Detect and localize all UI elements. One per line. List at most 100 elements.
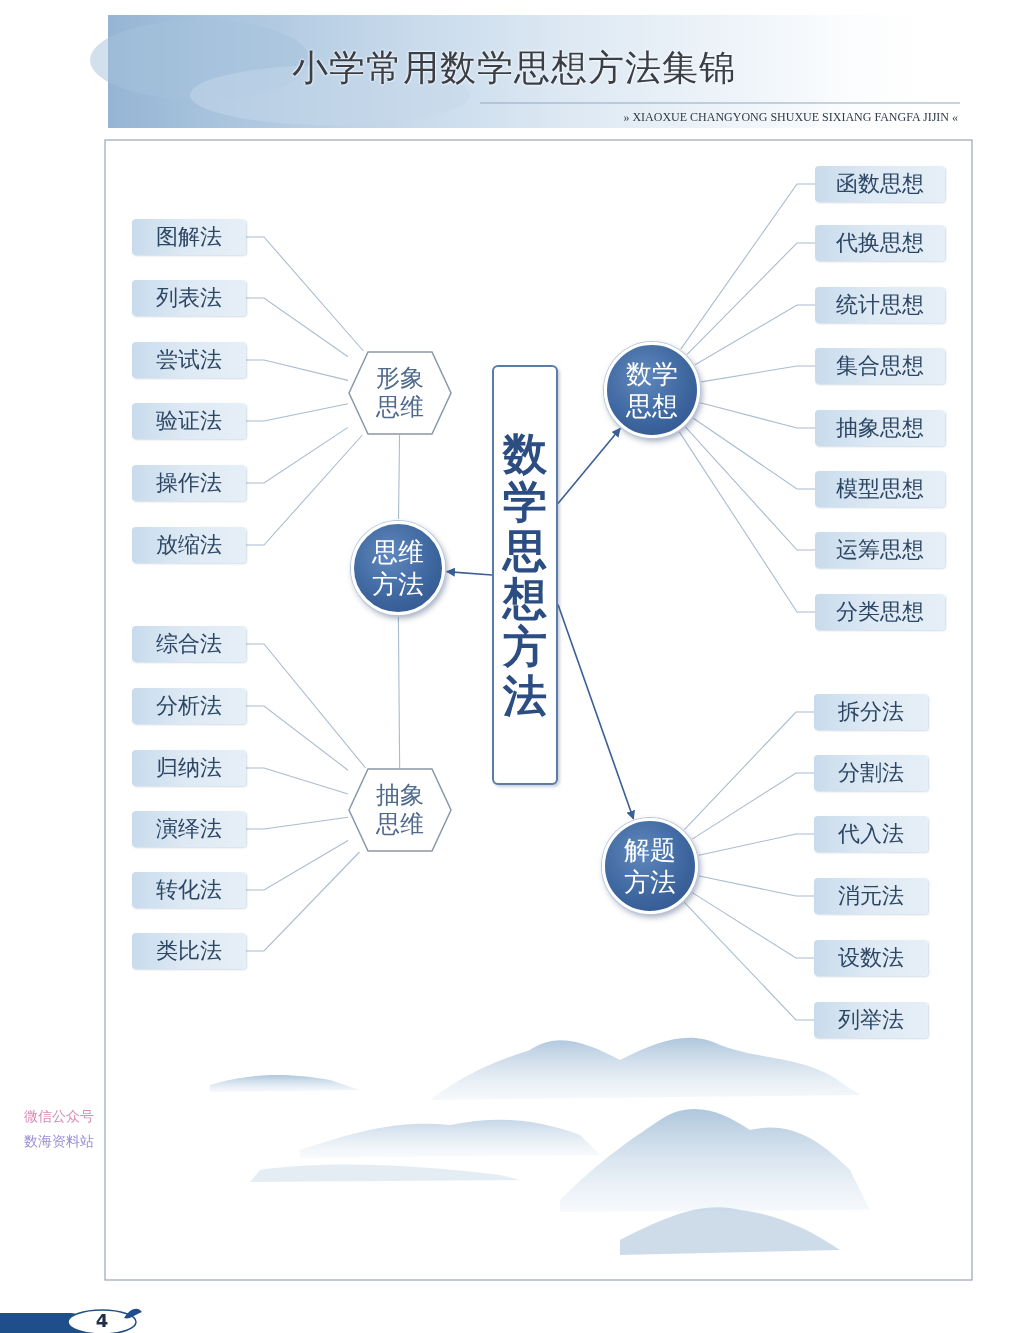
leader-line	[692, 893, 814, 958]
method-tag: 验证法	[132, 403, 246, 439]
mist	[250, 1165, 520, 1182]
method-tag: 演绎法	[132, 811, 246, 847]
node-text: 综合法	[156, 631, 222, 657]
arrow-connector	[558, 429, 620, 504]
node-text: 列举法	[838, 1007, 904, 1033]
leader-line	[681, 184, 815, 349]
leader-line	[684, 902, 814, 1020]
leader-line	[679, 432, 815, 612]
node-text: 列表法	[156, 285, 222, 311]
leader-line	[684, 712, 814, 830]
method-tag: 列举法	[814, 1002, 928, 1038]
method-tag: 设数法	[814, 940, 928, 976]
category-circle: 思维方法	[351, 521, 445, 615]
node-text: 放缩法	[156, 532, 222, 558]
method-tag: 分析法	[132, 688, 246, 724]
method-tag: 拆分法	[814, 694, 928, 730]
method-tag: 归纳法	[132, 750, 246, 786]
watermark: 数海资料站	[24, 1133, 94, 1151]
leader-line	[246, 817, 348, 829]
mountain	[300, 1120, 600, 1158]
header-subtitle: » XIAOXUE CHANGYONG SHUXUE SIXIANG FANGF…	[480, 110, 958, 125]
method-tag: 转化法	[132, 872, 246, 908]
leader-line	[246, 404, 348, 421]
leaf-mark	[124, 1309, 142, 1319]
watermark: 微信公众号	[24, 1108, 94, 1126]
leader-line	[687, 243, 815, 354]
page-frame	[105, 140, 972, 1280]
node-text: 形象思维	[376, 364, 424, 422]
category-circle: 解题方法	[602, 818, 698, 914]
node-text: 解题方法	[624, 834, 676, 899]
node-text: 模型思想	[836, 476, 924, 502]
hexagon-shape	[349, 769, 451, 851]
hexagon-shape	[349, 352, 451, 434]
arrow-connector	[558, 604, 633, 818]
method-tag: 操作法	[132, 465, 246, 501]
leader-line	[246, 852, 359, 951]
leader-line	[398, 435, 400, 519]
mountain	[430, 1038, 860, 1100]
node-text: 演绎法	[156, 816, 222, 842]
leader-line	[701, 366, 815, 382]
node-text: 分析法	[156, 693, 222, 719]
page-title: 小学常用数学思想方法集锦	[0, 44, 1027, 93]
node-text: 操作法	[156, 470, 222, 496]
leader-line	[693, 418, 815, 489]
node-text: 类比法	[156, 938, 222, 964]
node-text: 转化法	[156, 877, 222, 903]
mountain-illustration	[210, 1038, 870, 1255]
category-circle: 数学思想	[604, 342, 700, 438]
leader-line	[699, 834, 814, 855]
leader-line	[246, 706, 348, 770]
leader-line	[246, 841, 348, 890]
leader-line	[246, 768, 348, 794]
method-tag: 综合法	[132, 626, 246, 662]
method-tag: 统计思想	[815, 287, 945, 323]
mountain	[620, 1207, 840, 1255]
node-text: 拆分法	[838, 699, 904, 725]
node-text: 函数思想	[836, 171, 924, 197]
subcategory-hexagon: 形象思维	[348, 351, 452, 435]
leader-line	[686, 427, 815, 550]
method-tag: 尝试法	[132, 342, 246, 378]
header-rule	[480, 103, 960, 104]
node-text: 图解法	[156, 224, 222, 250]
method-tag: 类比法	[132, 933, 246, 969]
method-tag: 图解法	[132, 219, 246, 255]
method-tag: 代换思想	[815, 225, 945, 261]
leader-line	[695, 305, 815, 365]
mountain	[210, 1075, 360, 1092]
node-text: 归纳法	[156, 755, 222, 781]
node-text: 统计思想	[836, 292, 924, 318]
leader-line	[246, 298, 348, 357]
method-tag: 抽象思想	[815, 410, 945, 446]
method-tag: 分类思想	[815, 594, 945, 630]
leader-line	[246, 360, 348, 380]
leader-line	[398, 617, 399, 768]
method-tag: 代入法	[814, 816, 928, 852]
node-text: 数学思想方法	[503, 430, 547, 720]
page-number-badge	[68, 1310, 136, 1333]
node-text: 验证法	[156, 408, 222, 434]
leader-line	[692, 773, 814, 839]
leader-line	[246, 237, 363, 351]
leader-line	[246, 427, 348, 483]
node-text: 思维方法	[372, 536, 424, 601]
node-text: 抽象思维	[376, 781, 424, 839]
page-number: 4	[82, 1310, 122, 1331]
mountain	[560, 1109, 870, 1212]
method-tag: 集合思想	[815, 348, 945, 384]
method-tag: 模型思想	[815, 471, 945, 507]
method-tag: 函数思想	[815, 166, 945, 202]
method-tag: 分割法	[814, 755, 928, 791]
method-tag: 放缩法	[132, 527, 246, 563]
method-tag: 列表法	[132, 280, 246, 316]
node-text: 代入法	[838, 821, 904, 847]
node-text: 集合思想	[836, 353, 924, 379]
node-text: 尝试法	[156, 347, 222, 373]
leader-line	[700, 403, 815, 428]
node-text: 分割法	[838, 760, 904, 786]
subcategory-hexagon: 抽象思维	[348, 768, 452, 852]
